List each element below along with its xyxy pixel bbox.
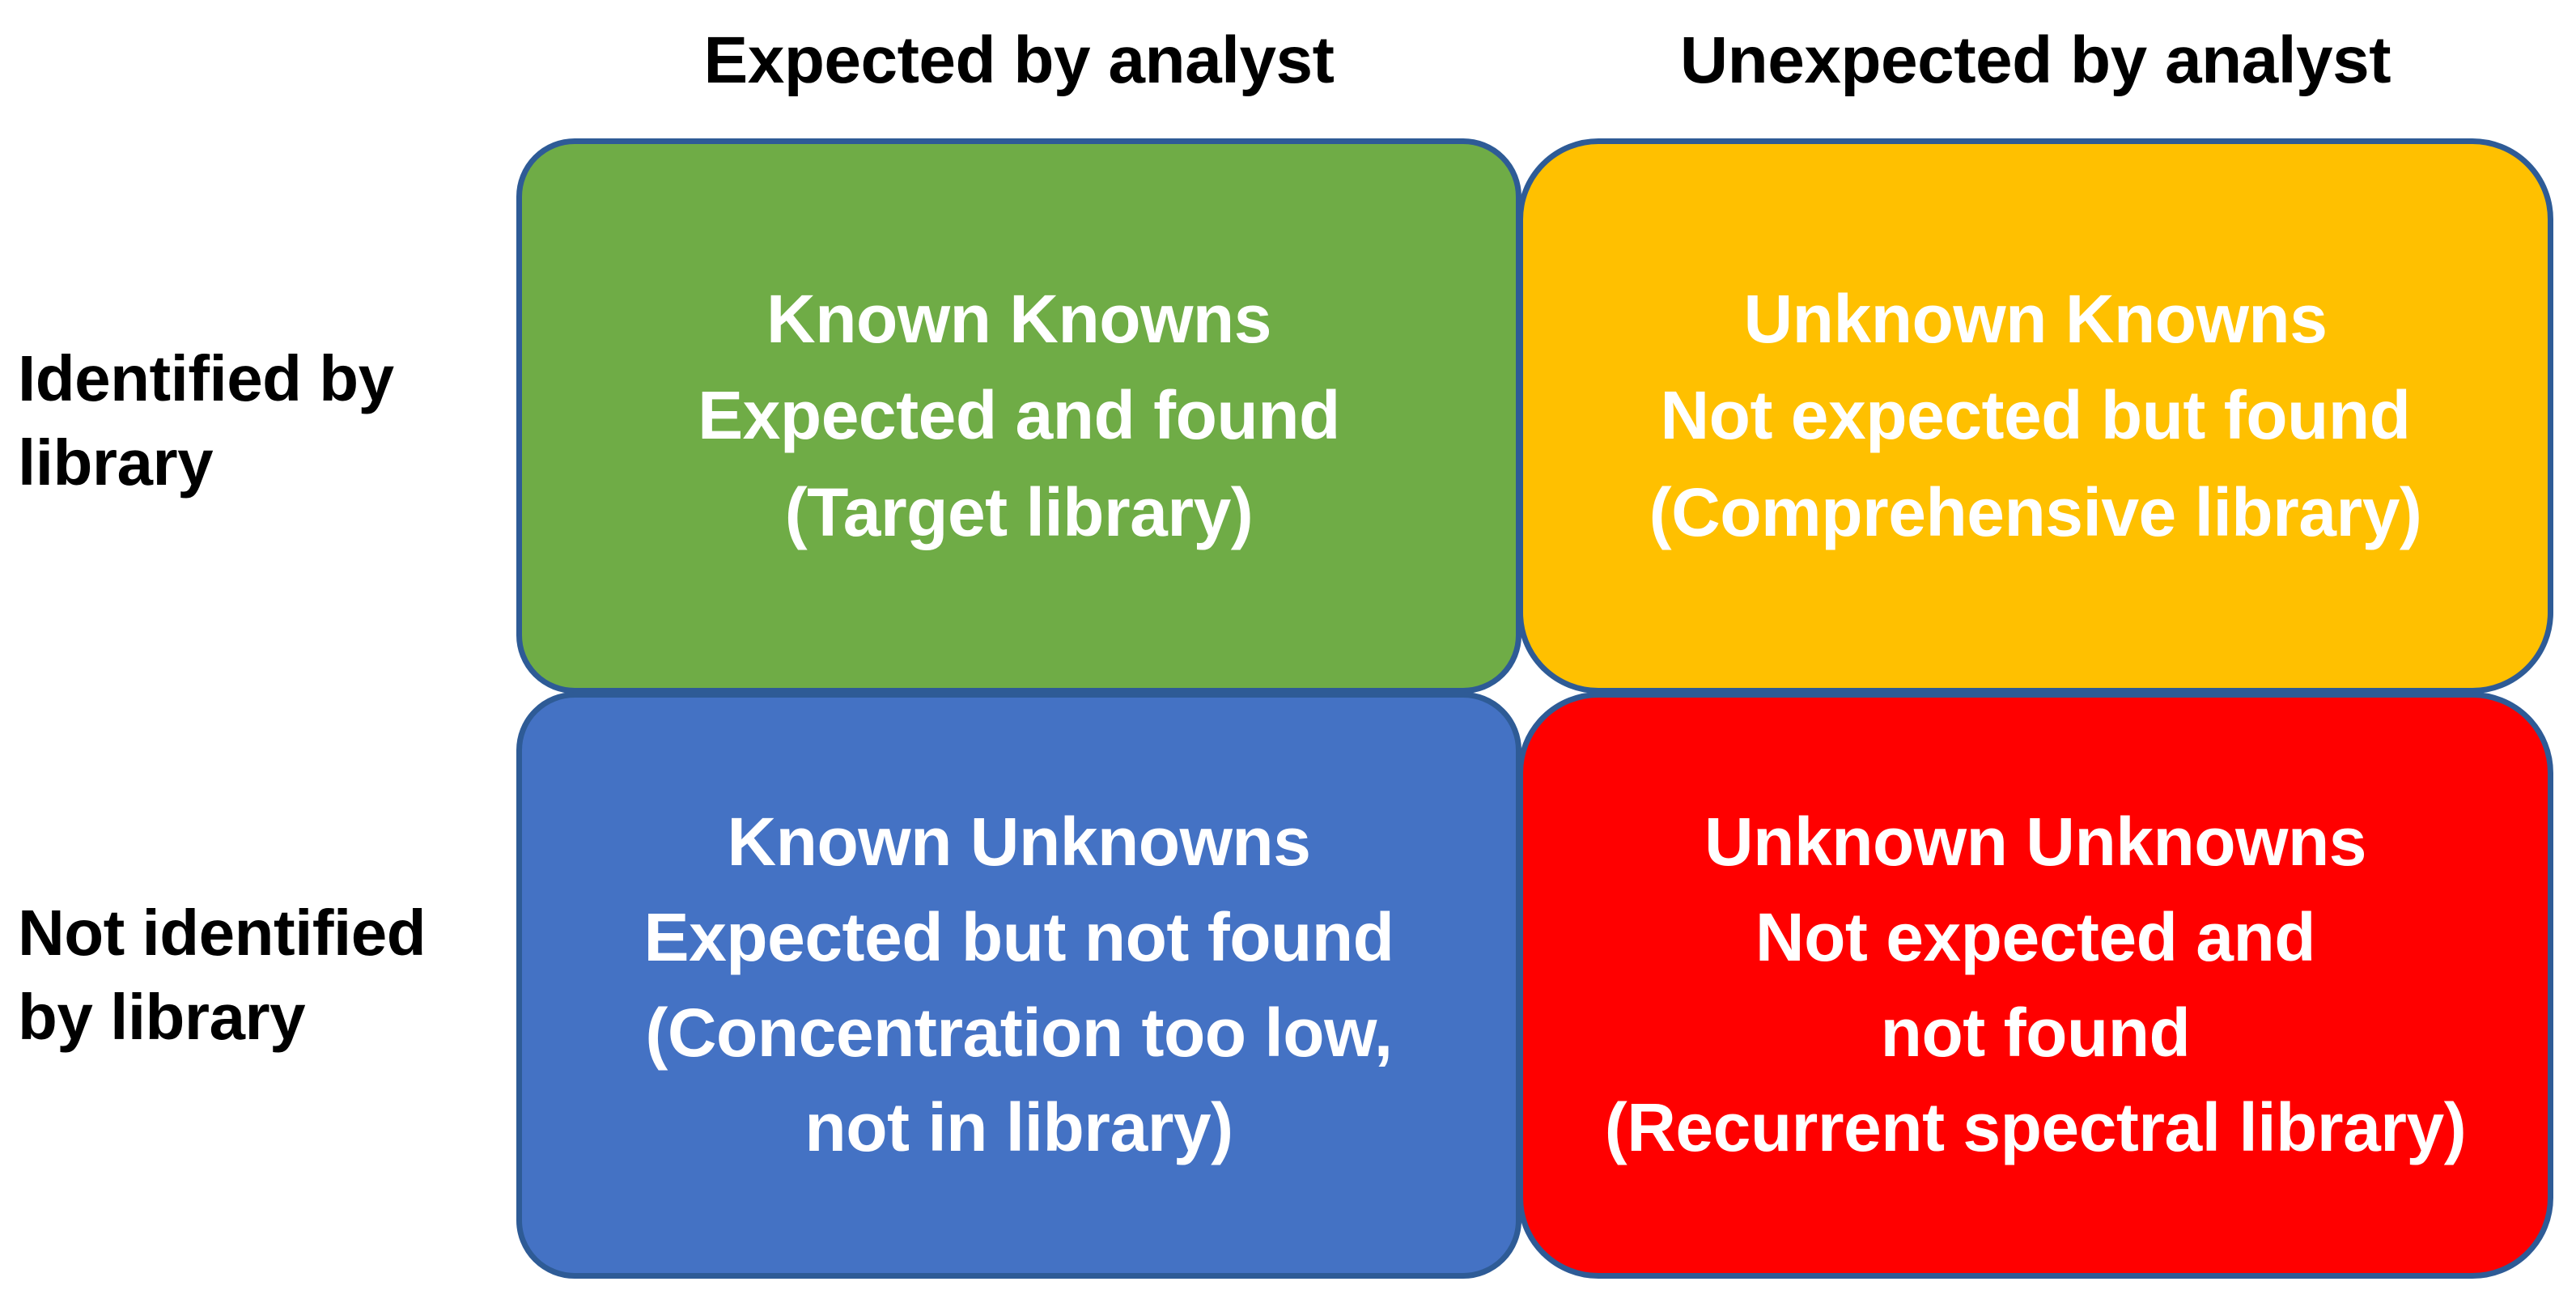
quadrant-unknown-unknowns-line-1: Unknown Unknowns [1704, 804, 2366, 881]
quadrant-known-knowns-line-3: (Target library) [784, 473, 1254, 550]
row-header-identified-line-1: Identified by [18, 342, 394, 414]
quadrant-unknown-unknowns-line-2: Not expected and [1755, 898, 2316, 975]
column-header-unexpected: Unexpected by analyst [1517, 0, 2553, 121]
quadrant-known-unknowns-text: Known Unknowns Expected but not found (C… [522, 795, 1516, 1175]
column-header-unexpected-label: Unexpected by analyst [1679, 23, 2391, 97]
quadrant-unknown-knowns-line-3: (Comprehensive library) [1649, 473, 2422, 550]
quadrant-known-knowns-line-2: Expected and found [698, 377, 1340, 454]
quadrant-unknown-unknowns-text: Unknown Unknowns Not expected and not fo… [1523, 795, 2548, 1175]
quadrant-unknown-unknowns-line-4: (Recurrent spectral library) [1604, 1089, 2467, 1166]
quadrant-known-unknowns-line-1: Known Unknowns [727, 804, 1311, 881]
quadrant-known-unknowns-line-4: not in library) [804, 1089, 1233, 1166]
quadrant-unknown-knowns-line-1: Unknown Knowns [1743, 281, 2328, 358]
column-header-expected-label: Expected by analyst [703, 23, 1335, 97]
row-header-not-identified-line-1: Not identified [18, 897, 427, 969]
quadrant-unknown-knowns-text: Unknown Knowns Not expected but found (C… [1523, 271, 2548, 561]
column-header-expected: Expected by analyst [516, 0, 1521, 121]
row-header-identified-by-library: Identified by library [18, 316, 503, 526]
quadrant-known-unknowns-line-2: Expected but not found [643, 898, 1394, 975]
quadrant-known-knowns-text: Known Knowns Expected and found (Target … [522, 271, 1516, 561]
quadrant-known-unknowns-line-3: (Concentration too low, [645, 994, 1393, 1071]
row-header-identified-line-2: library [18, 426, 214, 499]
quadrant-unknown-knowns-line-2: Not expected but found [1660, 377, 2411, 454]
quadrant-unknown-unknowns-line-3: not found [1880, 994, 2191, 1071]
row-header-not-identified-line-2: by library [18, 981, 306, 1053]
quadrant-unknown-knowns: Unknown Knowns Not expected but found (C… [1517, 138, 2553, 694]
quadrant-known-knowns-line-1: Known Knowns [766, 281, 1271, 358]
quadrant-unknown-unknowns: Unknown Unknowns Not expected and not fo… [1517, 692, 2553, 1279]
quadrant-known-unknowns: Known Unknowns Expected but not found (C… [516, 692, 1521, 1279]
quadrant-known-knowns: Known Knowns Expected and found (Target … [516, 138, 1521, 694]
row-header-not-identified-by-library: Not identified by library [18, 870, 503, 1080]
